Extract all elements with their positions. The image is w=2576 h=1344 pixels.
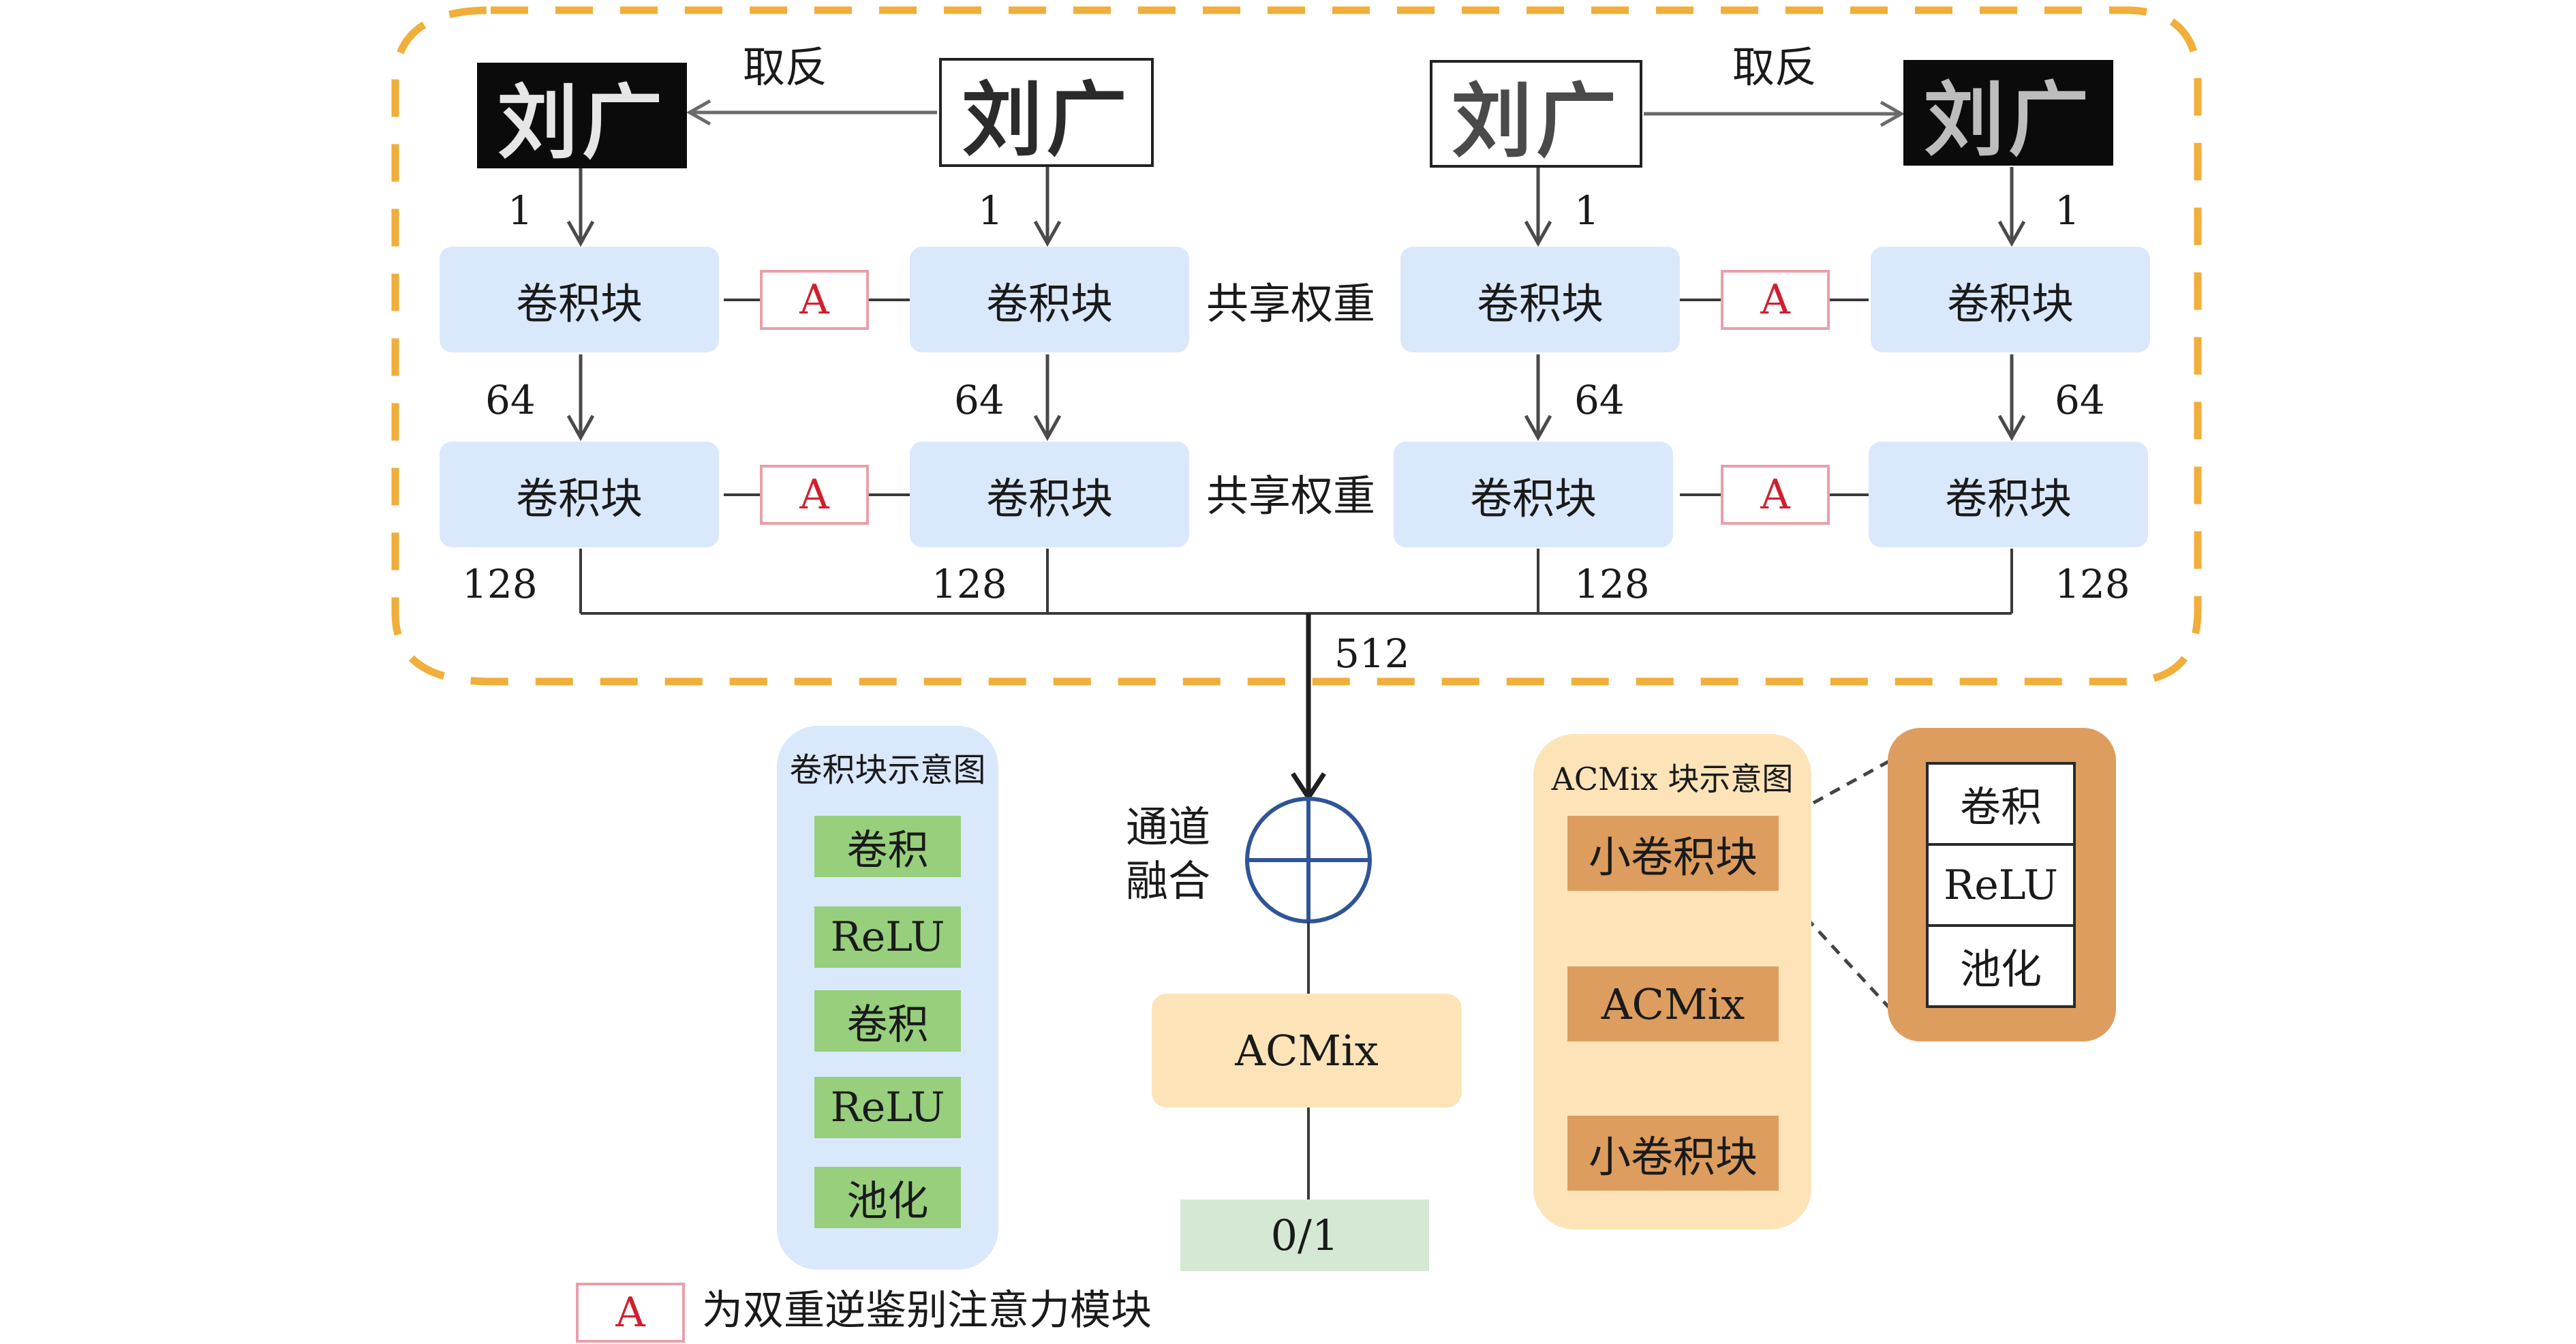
channels-128-1: 128 xyxy=(462,561,538,607)
acmix-legend-acmix: ACMix xyxy=(1567,966,1779,1041)
conv-block-r1-c2: 卷积块 xyxy=(910,247,1189,352)
char-image-inverted-left: 刘广 xyxy=(477,63,687,170)
conv-block-r1-c4: 卷积块 xyxy=(1871,247,2150,352)
output-box: 0/1 xyxy=(1180,1200,1429,1271)
char-image-original-right: 刘广 xyxy=(1430,60,1642,168)
legend-conv-item-1: 卷积 xyxy=(814,816,961,877)
attention-module-r1-right: A xyxy=(1721,270,1830,330)
conv-block-r2-c3: 卷积块 xyxy=(1394,442,1673,547)
channel-fusion-label-line2: 融合 xyxy=(1126,856,1211,906)
channels-64-2: 64 xyxy=(954,377,1005,423)
dashed-frame xyxy=(391,6,2202,686)
zoom-conv-cell: 卷积 xyxy=(1926,762,2076,846)
shared-weight-label-2: 共享权重 xyxy=(1206,471,1376,521)
invert-label-left: 取反 xyxy=(743,42,828,92)
legend-conv-item-2: 卷积 xyxy=(814,990,961,1052)
legend-relu-item-2: ReLU xyxy=(814,1077,961,1138)
conv-block-r2-c4: 卷积块 xyxy=(1869,442,2148,547)
acmix-legend-title: ACMix 块示意图 xyxy=(1551,761,1794,797)
char-image-original-left: 刘广 xyxy=(939,58,1154,167)
input-channels-3: 1 xyxy=(1574,187,1599,234)
legend-relu-item-1: ReLU xyxy=(814,906,961,968)
conv-block-r2-c2: 卷积块 xyxy=(910,442,1189,547)
char-image-inverted-right: 刘广 xyxy=(1903,60,2113,167)
channel-fusion-label-line1: 通道 xyxy=(1126,802,1211,852)
acmix-block: ACMix xyxy=(1152,994,1462,1108)
channels-128-3: 128 xyxy=(1574,561,1650,607)
conv-block-r2-c1: 卷积块 xyxy=(440,442,719,547)
attention-module-r1-left: A xyxy=(760,270,869,330)
acmix-legend-small-conv-2: 小卷积块 xyxy=(1567,1116,1779,1191)
zoom-relu-cell: ReLU xyxy=(1926,843,2076,927)
channels-128-2: 128 xyxy=(932,561,1007,607)
footnote-attention-symbol: A xyxy=(576,1283,685,1343)
legend-pool-item: 池化 xyxy=(814,1167,961,1228)
conv-block-r1-c1: 卷积块 xyxy=(440,247,719,352)
channels-64-1: 64 xyxy=(485,377,536,423)
attention-module-r2-right: A xyxy=(1721,465,1830,525)
conv-block-r1-c3: 卷积块 xyxy=(1400,247,1680,352)
input-channels-1: 1 xyxy=(508,187,533,234)
arrow-paths xyxy=(391,6,2202,1200)
input-channels-2: 1 xyxy=(978,187,1003,234)
channels-64-3: 64 xyxy=(1574,377,1625,423)
footnote-text: 为双重逆鉴别注意力模块 xyxy=(702,1287,1152,1334)
channels-128-4: 128 xyxy=(2055,561,2130,607)
zoom-pool-cell: 池化 xyxy=(1926,924,2076,1008)
conv-block-legend-title: 卷积块示意图 xyxy=(789,751,986,789)
invert-label-right: 取反 xyxy=(1732,42,1818,92)
input-channels-4: 1 xyxy=(2055,187,2080,234)
attention-module-r2-left: A xyxy=(760,465,869,525)
channels-64-4: 64 xyxy=(2055,377,2105,423)
acmix-legend-small-conv-1: 小卷积块 xyxy=(1567,816,1779,891)
shared-weight-label-1: 共享权重 xyxy=(1206,279,1376,329)
concat-channels-512: 512 xyxy=(1334,630,1410,677)
